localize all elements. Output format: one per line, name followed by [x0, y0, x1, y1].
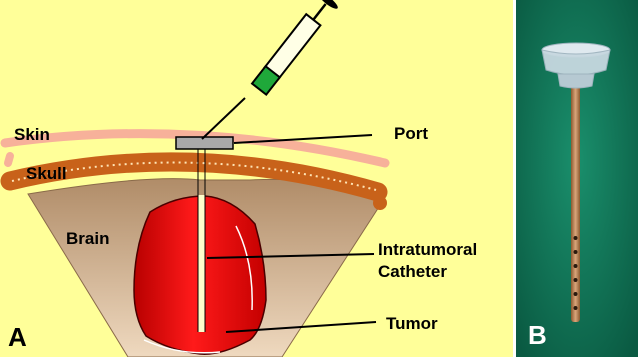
- photo-port-cap-base: [558, 74, 594, 88]
- photo-catheter-shaft: [571, 82, 580, 322]
- tumor-label: Tumor: [386, 314, 438, 333]
- skin-label: Skin: [14, 125, 50, 144]
- photo-catheter-hole-1: [574, 236, 578, 240]
- photo-port-cap-body: [542, 50, 610, 75]
- panel-b: B: [516, 0, 638, 357]
- port-label: Port: [394, 124, 428, 143]
- port: [176, 137, 233, 149]
- catheter-label-line2: Catheter: [378, 262, 447, 281]
- catheter-label-line1: Intratumoral: [378, 240, 477, 259]
- panel-a: Skin Skull Brain Port Intratumoral Cathe…: [0, 0, 513, 357]
- photo-catheter-hole-5: [574, 292, 578, 296]
- brain-label: Brain: [66, 229, 109, 248]
- photo-catheter-hole-2: [574, 250, 578, 254]
- skin-tail: [8, 156, 10, 163]
- skull-end-cap: [373, 196, 387, 210]
- skull-label: Skull: [26, 164, 67, 183]
- photo-catheter-hole-3: [574, 264, 578, 268]
- panel-b-letter: B: [528, 320, 547, 350]
- photo-catheter-hole-6: [574, 306, 578, 310]
- photo-catheter-hole-4: [574, 278, 578, 282]
- catheter-fill: [199, 195, 205, 332]
- panel-a-letter: A: [8, 322, 27, 352]
